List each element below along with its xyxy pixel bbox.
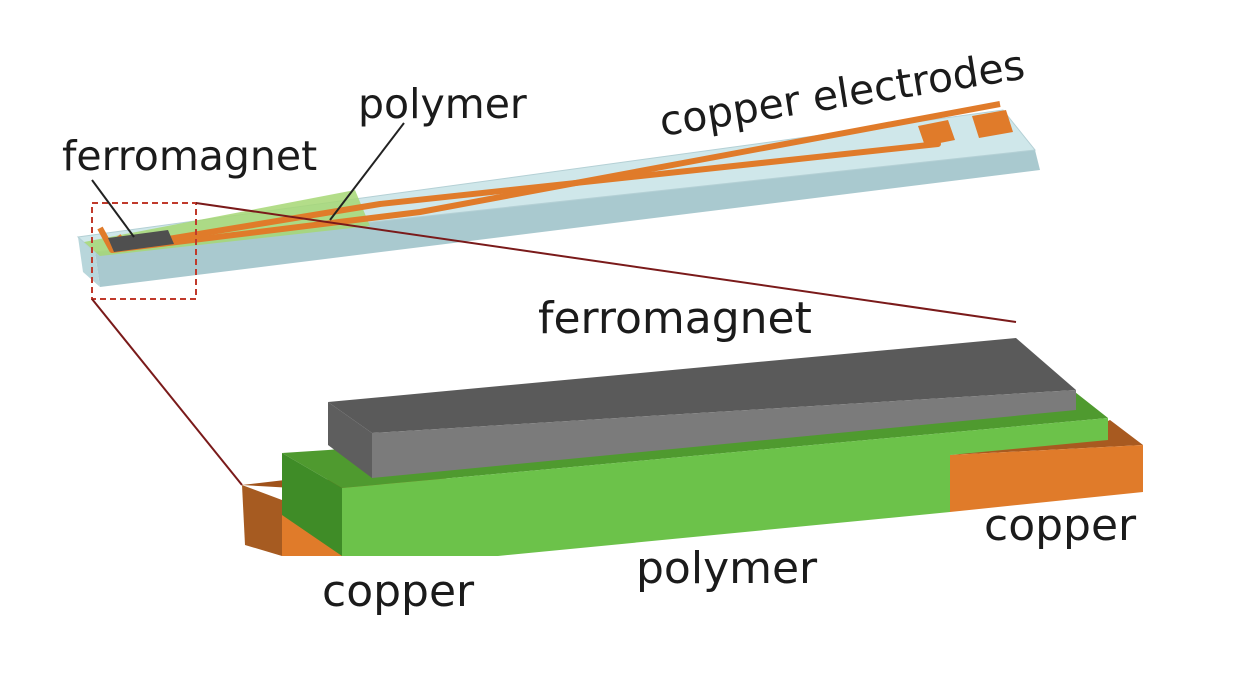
copper-trace-outer xyxy=(97,101,1001,253)
leader-polymer xyxy=(329,122,405,221)
label-top-ferromagnet: ferromagnet xyxy=(62,132,317,180)
leader-ferromagnet xyxy=(91,179,135,238)
ferromagnet-front-face xyxy=(372,390,1076,478)
substrate-front-face xyxy=(95,150,1040,287)
copper-left-side xyxy=(242,485,282,556)
label-detail-polymer: polymer xyxy=(636,543,818,594)
polymer-front-face xyxy=(342,418,1108,556)
polymer-side-face xyxy=(282,453,342,556)
label-copper-right: copper xyxy=(984,500,1137,551)
label-copper-left: copper xyxy=(322,566,475,617)
zoom-box xyxy=(91,202,197,300)
label-detail-ferromagnet: ferromagnet xyxy=(538,293,812,344)
ferromagnet-top-face xyxy=(328,338,1076,433)
copper-pad-right xyxy=(972,110,1013,138)
cantilever-strip xyxy=(76,101,1040,287)
substrate-end-face xyxy=(78,237,100,287)
zoom-line-upper xyxy=(195,202,1017,323)
label-top-polymer: polymer xyxy=(358,80,527,128)
strip-ferromagnet xyxy=(108,230,174,252)
ferromagnet-side-face xyxy=(328,402,372,478)
detail-view xyxy=(242,338,1143,556)
copper-right-front xyxy=(950,445,1143,512)
copper-pad-left xyxy=(918,120,955,146)
zoom-line-lower xyxy=(91,298,243,486)
